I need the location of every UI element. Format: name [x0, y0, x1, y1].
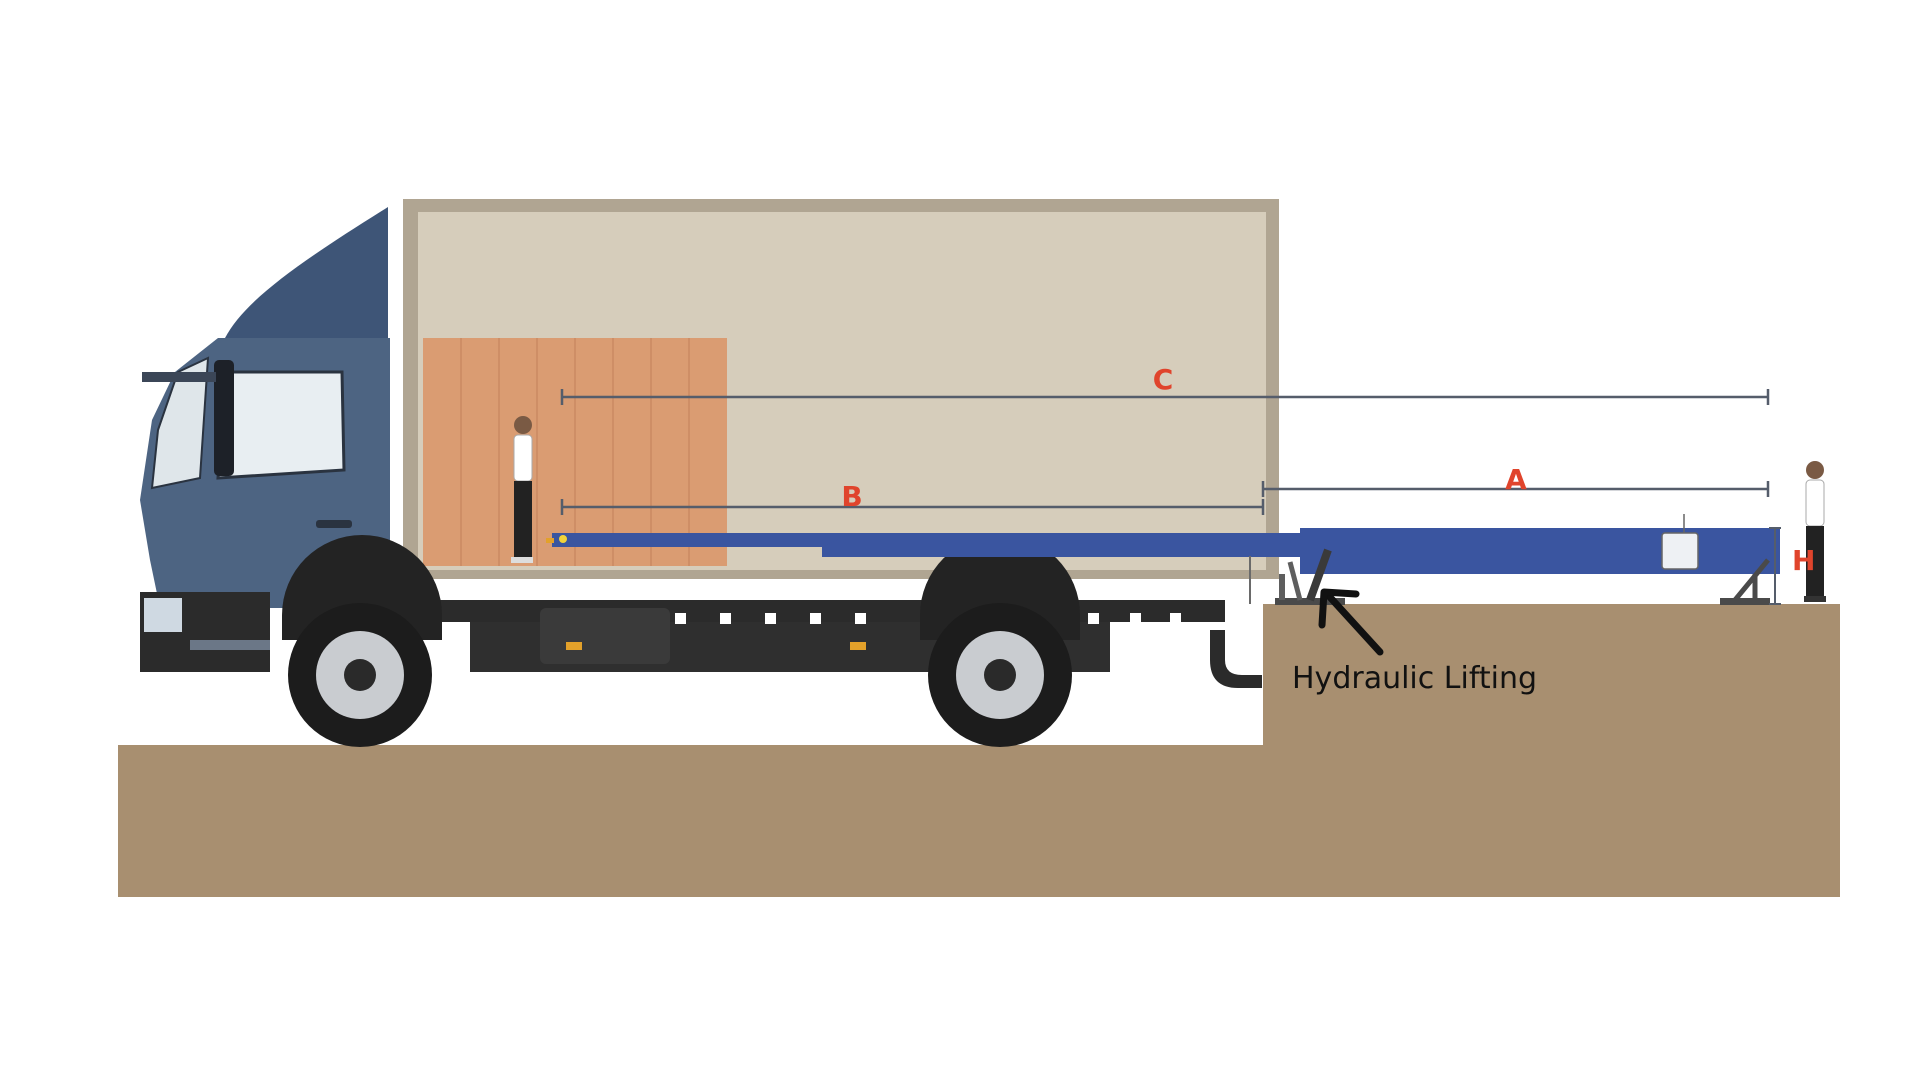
lift-brace [1287, 561, 1303, 601]
dimension-label-h: H [1792, 544, 1815, 577]
frame-bolts [675, 613, 1181, 624]
dimension-b [560, 499, 1265, 515]
mirror-arm [142, 372, 216, 382]
exhaust-pipe [1210, 630, 1262, 688]
person-on-dock [1804, 461, 1826, 602]
cab-step [190, 640, 270, 650]
rear-wheel [920, 535, 1080, 747]
conveyor-inner-section [552, 533, 852, 547]
dimension-h [1769, 527, 1781, 605]
door-handle [316, 520, 352, 528]
cab-roof-deflector [225, 207, 388, 338]
ground-dock [1263, 604, 1840, 897]
control-box [1661, 532, 1699, 570]
dimension-a [1261, 481, 1770, 497]
dimension-label-c: C [1153, 363, 1174, 396]
marker-light-front [566, 642, 582, 650]
conveyor-taper [822, 533, 1300, 557]
marker-light-rear [850, 642, 866, 650]
headlight [144, 598, 182, 632]
lift-base-plate [1275, 598, 1345, 605]
dimension-label-a: A [1505, 463, 1527, 496]
truck-chassis [380, 600, 1262, 688]
support-leg [1733, 558, 1770, 602]
conveyor-end-tip [546, 538, 554, 543]
side-mirror [214, 360, 234, 476]
truck-cab [140, 207, 390, 672]
conveyor-outer-section [1300, 528, 1780, 574]
hydraulic-lift [1249, 548, 1345, 605]
support-base [1720, 598, 1770, 605]
fuel-tank [540, 608, 670, 664]
hydraulic-cylinder [1306, 548, 1332, 602]
dimension-c [560, 389, 1770, 405]
hydraulic-lifting-caption: Hydraulic Lifting [1292, 661, 1537, 696]
conveyor-end-light [559, 535, 567, 543]
cab-window [216, 370, 346, 480]
front-wheel [282, 535, 442, 747]
cargo-box [403, 199, 1279, 579]
dimension-label-b: B [841, 480, 862, 513]
person-inside-truck [511, 416, 533, 563]
far-end-support [1720, 558, 1770, 605]
callout-arrow-icon [1318, 588, 1384, 656]
cargo-load-seams [460, 338, 690, 566]
cab-windshield [150, 356, 210, 490]
conveyor [546, 514, 1780, 574]
